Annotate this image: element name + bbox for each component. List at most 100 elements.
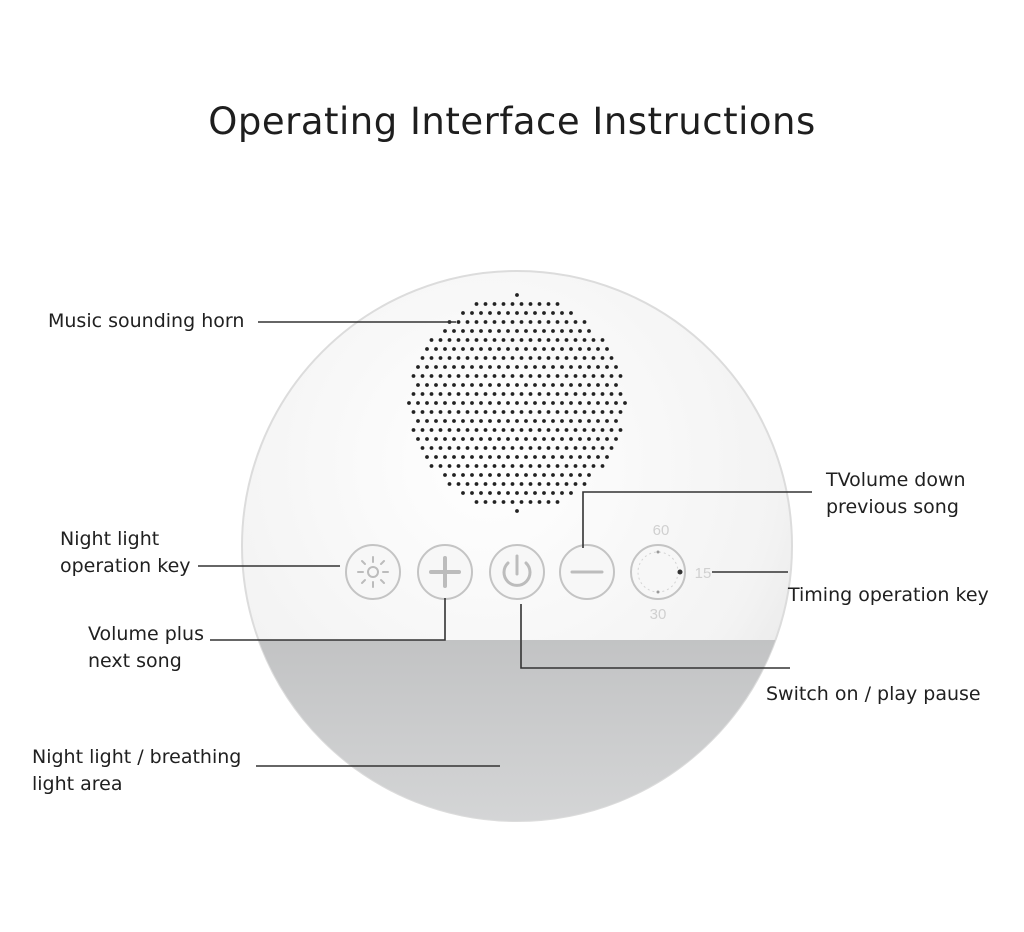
speaker-hole — [569, 491, 573, 495]
speaker-hole — [461, 311, 465, 315]
speaker-hole — [429, 464, 434, 468]
speaker-hole — [587, 419, 591, 423]
speaker-hole — [537, 428, 542, 432]
speaker-hole — [470, 455, 474, 459]
speaker-hole — [605, 347, 609, 351]
speaker-hole — [456, 482, 461, 486]
speaker-hole — [551, 473, 555, 477]
speaker-hole — [470, 365, 474, 369]
speaker-hole — [420, 392, 425, 396]
speaker-hole — [551, 347, 555, 351]
speaker-hole — [600, 410, 605, 414]
speaker-hole — [497, 329, 501, 333]
speaker-hole — [452, 365, 456, 369]
speaker-hole — [542, 473, 546, 477]
speaker-hole — [609, 428, 614, 432]
speaker-hole — [492, 302, 497, 306]
speaker-hole — [600, 446, 605, 450]
page-title: Operating Interface Instructions — [208, 100, 816, 143]
speaker-hole — [600, 374, 605, 378]
speaker-hole — [555, 464, 560, 468]
speaker-hole — [546, 320, 551, 324]
speaker-hole — [461, 455, 465, 459]
speaker-hole — [465, 374, 470, 378]
speaker-hole — [510, 302, 515, 306]
speaker-hole — [479, 311, 483, 315]
speaker-hole — [614, 437, 618, 441]
speaker-hole — [573, 392, 578, 396]
speaker-hole — [569, 401, 573, 405]
speaker-hole — [506, 383, 510, 387]
speaker-hole — [447, 428, 452, 432]
speaker-hole — [542, 455, 546, 459]
speaker-hole — [591, 464, 596, 468]
speaker-hole — [483, 374, 488, 378]
plus-icon — [429, 556, 461, 588]
speaker-hole — [533, 491, 537, 495]
speaker-hole — [605, 401, 609, 405]
speaker-hole — [497, 437, 501, 441]
speaker-hole — [465, 464, 470, 468]
speaker-hole — [533, 311, 537, 315]
speaker-hole — [416, 401, 420, 405]
speaker-hole — [605, 383, 609, 387]
speaker-hole — [596, 383, 600, 387]
volume-plus-button[interactable] — [417, 544, 473, 600]
speaker-hole — [479, 419, 483, 423]
speaker-hole — [443, 329, 447, 333]
speaker-hole — [551, 311, 555, 315]
volume-down-button[interactable] — [559, 544, 615, 600]
speaker-hole — [596, 401, 600, 405]
speaker-hole — [582, 392, 587, 396]
speaker-hole — [506, 329, 510, 333]
speaker-hole — [524, 401, 528, 405]
night-light-button[interactable] — [345, 544, 401, 600]
speaker-hole — [425, 383, 429, 387]
speaker-hole — [425, 437, 429, 441]
speaker-hole — [546, 500, 551, 504]
speaker-hole — [528, 356, 533, 360]
speaker-hole — [573, 374, 578, 378]
speaker-hole — [587, 401, 591, 405]
speaker-hole — [587, 473, 591, 477]
speaker-hole — [519, 374, 524, 378]
timer-button[interactable]: 60 15 30 — [630, 522, 711, 623]
power-button[interactable] — [489, 544, 545, 600]
speaker-hole — [573, 446, 578, 450]
speaker-hole — [510, 500, 515, 504]
speaker-hole — [506, 419, 510, 423]
speaker-hole — [501, 500, 506, 504]
speaker-hole — [510, 356, 515, 360]
speaker-hole — [546, 374, 551, 378]
speaker-hole — [609, 410, 614, 414]
speaker-hole — [492, 410, 497, 414]
speaker-hole — [488, 329, 492, 333]
speaker-hole — [546, 338, 551, 342]
speaker-hole — [483, 320, 488, 324]
speaker-hole — [483, 392, 488, 396]
speaker-hole — [407, 401, 411, 405]
speaker-hole — [434, 455, 438, 459]
speaker-hole — [470, 383, 474, 387]
speaker-hole — [546, 482, 551, 486]
speaker-hole — [492, 374, 497, 378]
speaker-hole — [596, 365, 600, 369]
speaker-hole — [564, 320, 569, 324]
speaker-hole — [506, 455, 510, 459]
speaker-hole — [479, 455, 483, 459]
speaker-hole — [605, 365, 609, 369]
speaker-hole — [515, 509, 519, 513]
speaker-hole — [555, 500, 560, 504]
speaker-hole — [560, 437, 564, 441]
speaker-hole — [564, 428, 569, 432]
speaker-hole — [564, 356, 569, 360]
speaker-hole — [501, 464, 506, 468]
speaker-hole — [510, 410, 515, 414]
speaker-hole — [456, 392, 461, 396]
speaker-hole — [578, 401, 582, 405]
speaker-hole — [483, 428, 488, 432]
speaker-hole — [600, 392, 605, 396]
speaker-hole — [492, 356, 497, 360]
speaker-hole — [560, 401, 564, 405]
speaker-hole — [447, 410, 452, 414]
